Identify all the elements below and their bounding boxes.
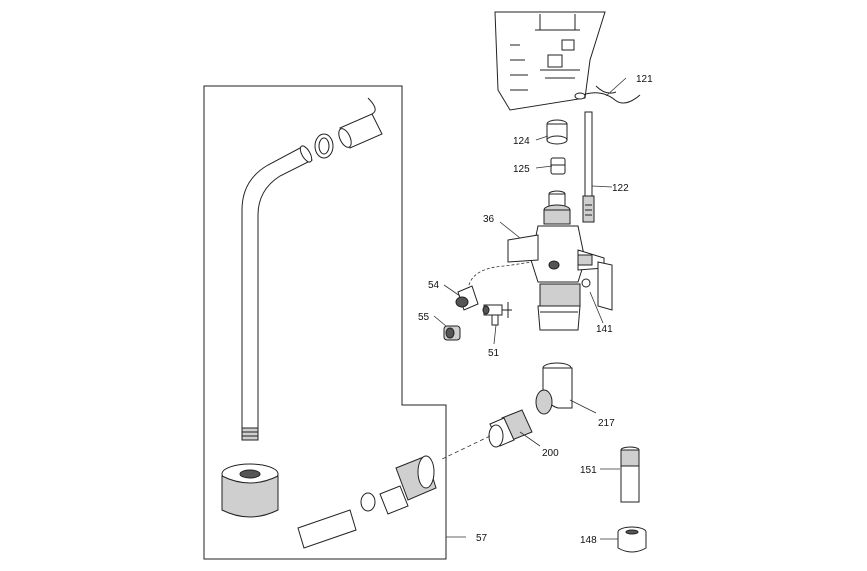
callout-141: 141 bbox=[596, 324, 613, 335]
kit-57-boundary bbox=[203, 85, 447, 560]
callout-125: 125 bbox=[513, 164, 530, 175]
callout-36: 36 bbox=[483, 214, 495, 225]
part-200-adapter bbox=[488, 409, 533, 448]
part-217-elbow bbox=[535, 362, 573, 415]
callout-51: 51 bbox=[488, 348, 500, 359]
callout-54: 54 bbox=[428, 280, 440, 291]
pump-frame bbox=[494, 11, 606, 111]
part-57-hose-bottom bbox=[297, 455, 437, 549]
part-57-strainer bbox=[221, 463, 279, 518]
callout-217: 217 bbox=[598, 418, 615, 429]
connection-line-dashed bbox=[439, 435, 491, 461]
part-121-clip bbox=[574, 85, 641, 104]
callout-124: 124 bbox=[513, 136, 530, 147]
callout-57: 57 bbox=[476, 533, 488, 544]
part-51-drain-valve bbox=[482, 302, 512, 326]
callout-151: 151 bbox=[580, 465, 597, 476]
callout-200: 200 bbox=[542, 448, 559, 459]
part-36-pump-body bbox=[507, 190, 605, 331]
part-55-fitting bbox=[443, 325, 461, 341]
part-124-bushing bbox=[546, 119, 568, 145]
part-54-valve bbox=[455, 285, 479, 311]
part-57-hose-top bbox=[314, 97, 383, 159]
part-122-rod bbox=[582, 111, 595, 223]
drain-line-dashed bbox=[467, 261, 533, 291]
part-148-seal bbox=[617, 526, 647, 553]
callout-122: 122 bbox=[612, 183, 629, 194]
callout-121: 121 bbox=[636, 74, 653, 85]
callout-labels: 121 124 125 122 36 54 55 51 141 217 200 … bbox=[418, 74, 653, 546]
part-57-suction-tube bbox=[241, 145, 313, 441]
part-151-filter bbox=[620, 446, 640, 503]
part-141-bracket bbox=[577, 254, 613, 311]
part-125-coupling bbox=[550, 157, 566, 175]
callout-148: 148 bbox=[580, 535, 597, 546]
callout-55: 55 bbox=[418, 312, 430, 323]
leader-lines bbox=[433, 77, 627, 540]
